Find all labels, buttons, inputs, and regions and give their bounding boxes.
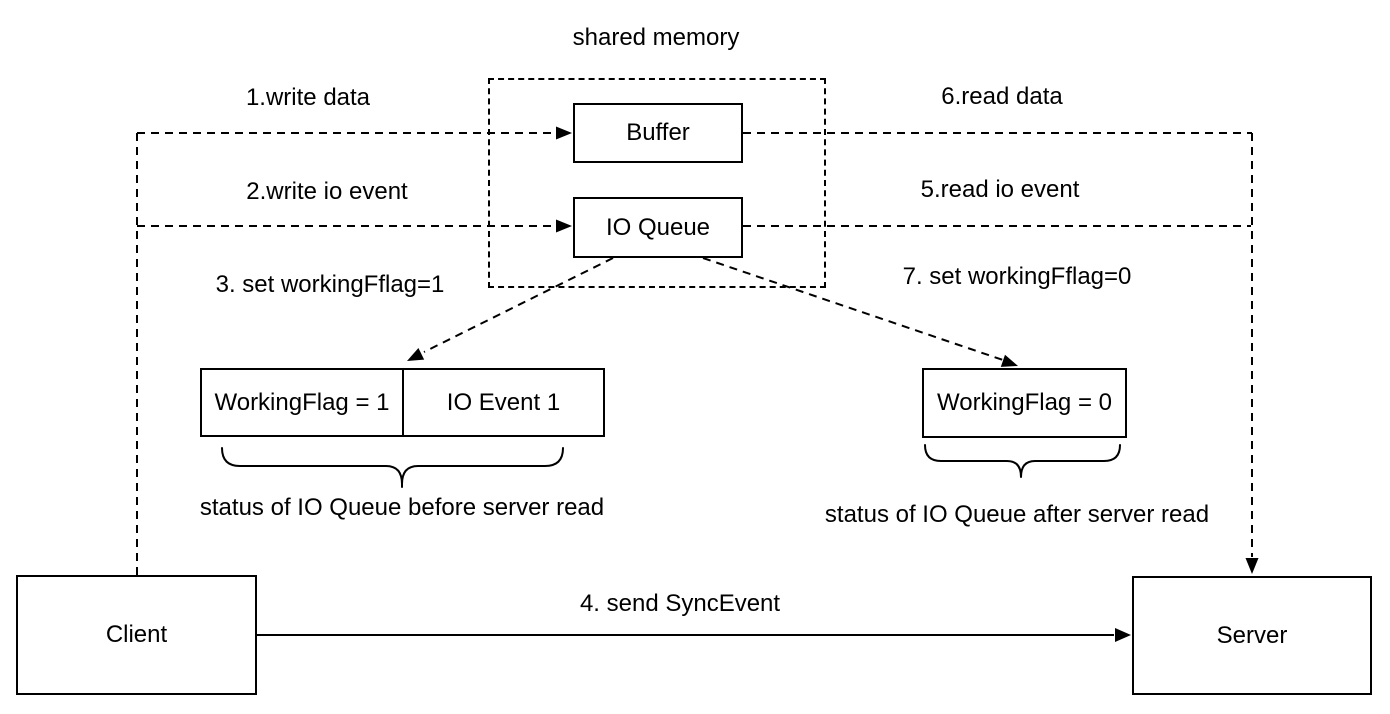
status-before-annotation: status of IO Queue before server read bbox=[199, 494, 605, 521]
io-queue-to-after-status-edge bbox=[702, 257, 1004, 361]
client-node: Client bbox=[16, 575, 257, 695]
write-data-arrowhead-icon bbox=[556, 126, 572, 140]
server-arrowhead-icon bbox=[1245, 558, 1259, 574]
working-flag-1-cell: WorkingFlag = 1 bbox=[202, 370, 404, 435]
status-after-annotation: status of IO Queue after server read bbox=[824, 501, 1210, 528]
after-status-arrowhead-icon bbox=[1000, 354, 1018, 367]
io-queue-node: IO Queue bbox=[573, 197, 743, 258]
shared-memory-region bbox=[488, 78, 826, 288]
write-io-event-arrowhead-icon bbox=[556, 219, 572, 233]
before-status-brace bbox=[221, 447, 564, 488]
buffer-node: Buffer bbox=[573, 103, 743, 163]
edge-label-read-io-event: 5.read io event bbox=[920, 176, 1080, 203]
edge-label-set-workingflag-1: 3. set workingFflag=1 bbox=[215, 271, 445, 298]
io-queue-to-before-status-edge bbox=[423, 257, 614, 353]
edge-label-set-workingflag-0: 7. set workingFflag=0 bbox=[902, 263, 1132, 290]
io-queue-status-before-box: WorkingFlag = 1 IO Event 1 bbox=[200, 368, 605, 437]
edge-label-write-data: 1.write data bbox=[245, 84, 371, 111]
io-queue-status-after-box: WorkingFlag = 0 bbox=[922, 368, 1127, 438]
edge-label-write-io-event: 2.write io event bbox=[246, 178, 408, 205]
client-label: Client bbox=[105, 621, 168, 648]
working-flag-0-label: WorkingFlag = 0 bbox=[937, 389, 1112, 416]
before-status-arrowhead-icon bbox=[407, 348, 425, 361]
after-status-brace bbox=[924, 444, 1121, 478]
shared-memory-title: shared memory bbox=[572, 24, 740, 51]
server-label: Server bbox=[1216, 621, 1288, 649]
io-queue-label: IO Queue bbox=[605, 213, 711, 241]
edge-label-send-syncevent: 4. send SyncEvent bbox=[579, 590, 781, 617]
io-event-1-cell: IO Event 1 bbox=[404, 370, 603, 435]
working-flag-1-label: WorkingFlag = 1 bbox=[214, 388, 390, 416]
io-event-1-label: IO Event 1 bbox=[446, 388, 561, 416]
buffer-label: Buffer bbox=[626, 119, 690, 146]
edge-label-read-data: 6.read data bbox=[941, 83, 1063, 110]
sync-event-arrowhead-icon bbox=[1115, 628, 1131, 642]
server-node: Server bbox=[1132, 576, 1372, 695]
